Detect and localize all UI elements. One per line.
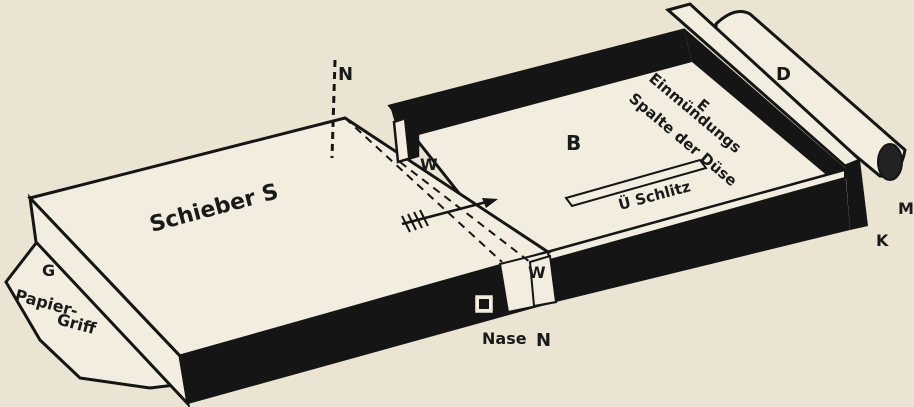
label-w-top: W xyxy=(420,155,438,174)
box-right-wall xyxy=(684,30,845,178)
label-d: D xyxy=(776,64,791,85)
nose-inner xyxy=(479,299,489,309)
dashed-line-n xyxy=(330,59,337,159)
arrow-head xyxy=(482,198,498,208)
notch-w-top-shade xyxy=(404,114,418,158)
box-far-wall xyxy=(390,30,692,140)
label-nase: Nase xyxy=(482,329,527,348)
label-w-bottom: W xyxy=(528,263,546,282)
label-m: M xyxy=(898,199,914,218)
roller-end xyxy=(877,143,903,181)
label-b: B xyxy=(566,131,581,155)
dashed-line-1 xyxy=(344,117,503,263)
box-front-wall xyxy=(548,170,850,302)
notch-w-bottom xyxy=(528,254,558,308)
label-n-top: N xyxy=(338,64,353,85)
slit xyxy=(564,158,708,208)
label-nase-n: N xyxy=(536,330,551,351)
label-g: G xyxy=(42,261,55,280)
arrow-feathers xyxy=(401,209,429,233)
label-k: K xyxy=(876,231,889,250)
slider-front-face xyxy=(180,252,556,404)
back-rail-side xyxy=(845,160,868,230)
